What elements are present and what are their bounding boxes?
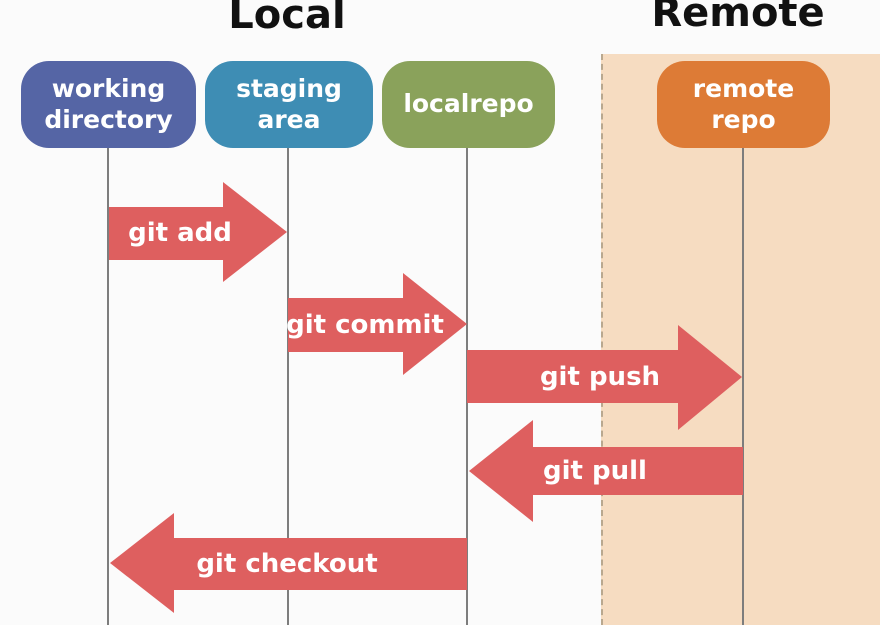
arrow-git-checkout-shaft: [174, 538, 467, 590]
node-staging-area-label: staging area: [236, 74, 342, 134]
arrow-git-add: git add: [109, 182, 287, 282]
lifeline-remote-repo: [742, 148, 744, 625]
arrow-git-add-shaft: [109, 207, 223, 260]
arrow-git-push-label: git push: [539, 362, 661, 392]
remote-section-title: Remote: [651, 0, 825, 36]
arrow-git-add-label: git add: [128, 218, 232, 248]
arrow-git-push-head-right-icon: [678, 325, 742, 430]
arrow-git-commit-head-right-icon: [403, 273, 467, 375]
lifeline-working-directory: [107, 148, 109, 625]
arrow-git-commit-label: git commit: [286, 310, 444, 340]
node-localrepo-label: localrepo: [403, 89, 534, 119]
arrow-git-pull-shaft: [533, 447, 743, 495]
lifeline-staging-area: [287, 148, 289, 625]
arrow-git-push-shaft: [467, 350, 678, 403]
arrow-git-push: git push: [467, 325, 742, 430]
arrow-git-commit: git commit: [286, 273, 467, 375]
arrow-git-pull-head-left-icon: [469, 420, 533, 522]
arrow-git-checkout-head-left-icon: [110, 513, 174, 613]
node-remote-repo-label: remote repo: [692, 74, 795, 134]
arrow-git-pull-label: git pull: [543, 456, 647, 486]
local-section-title: Local: [228, 0, 346, 38]
node-staging-area: staging area: [205, 61, 373, 148]
node-localrepo: localrepo: [382, 61, 555, 148]
arrow-git-checkout: git checkout: [110, 513, 467, 613]
arrow-git-checkout-label: git checkout: [196, 549, 378, 579]
node-working-directory-label: working directory: [44, 74, 173, 134]
node-remote-repo: remote repo: [657, 61, 830, 148]
arrow-git-pull: git pull: [469, 420, 743, 522]
node-working-directory: working directory: [21, 61, 196, 148]
arrow-git-commit-shaft: [288, 298, 403, 352]
arrow-git-add-head-right-icon: [223, 182, 287, 282]
